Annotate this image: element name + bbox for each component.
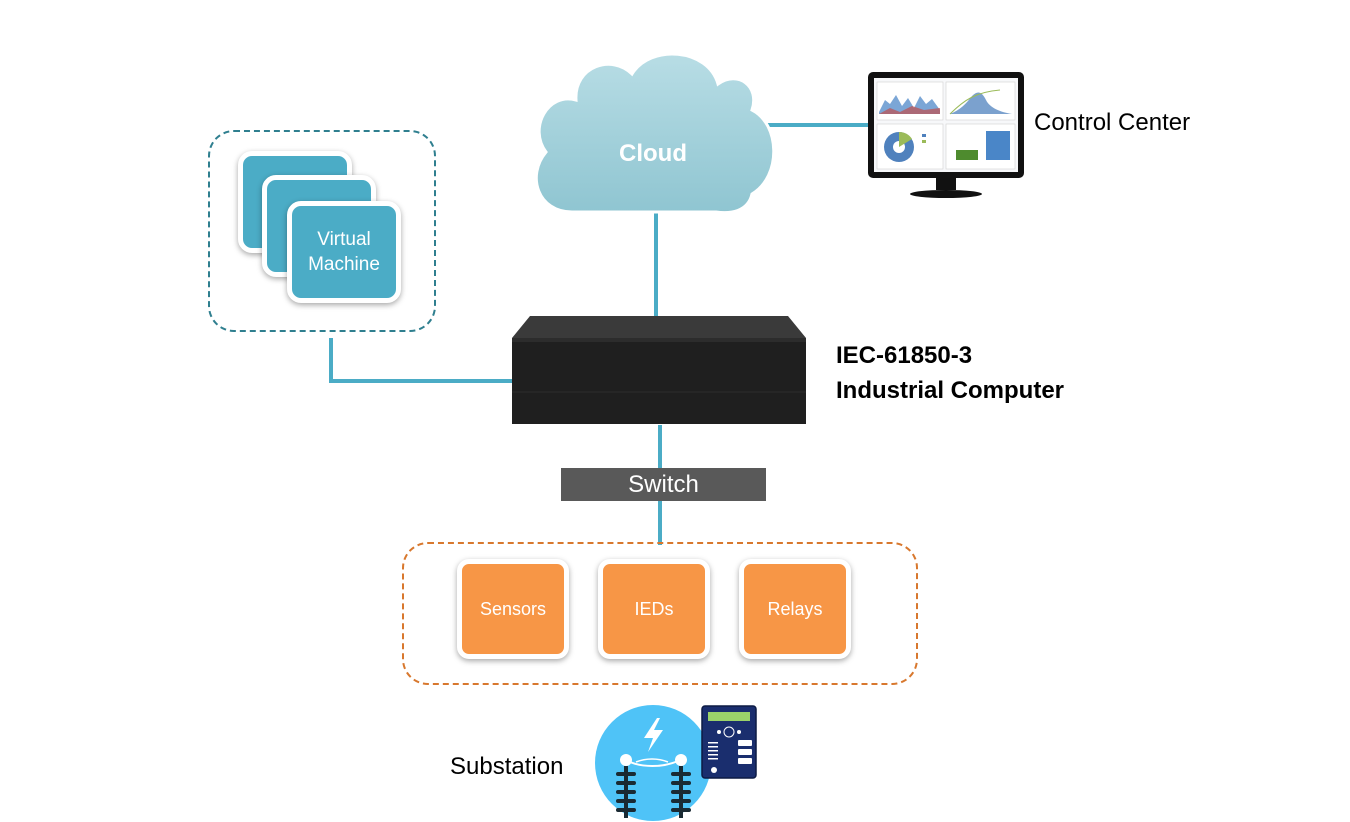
ieds-label: IEDs xyxy=(634,598,674,619)
sensors-box: Sensors xyxy=(457,559,569,659)
relay-device-icon xyxy=(701,705,757,779)
switch-box: Switch xyxy=(561,468,766,501)
field-devices-group xyxy=(402,542,918,685)
substation-label: Substation xyxy=(450,753,564,780)
cloud-label: Cloud xyxy=(619,140,687,167)
virtual-machine-label: Virtual Machine xyxy=(308,229,380,275)
sensors-label: Sensors xyxy=(479,598,547,619)
industrial-computer-standard: IEC-61850-3 xyxy=(836,342,973,369)
control-center-label: Control Center xyxy=(1034,109,1191,136)
industrial-computer-icon xyxy=(512,316,806,424)
switch-label: Switch xyxy=(628,470,699,498)
industrial-computer-name: Industrial Computer xyxy=(836,377,1065,404)
relays-label: Relays xyxy=(767,598,823,619)
industrial-computer-label: IEC-61850-3 Industrial Computer xyxy=(836,338,1064,408)
cloud-shape xyxy=(534,52,776,215)
substation-icon xyxy=(595,705,711,821)
vm-to-computer-line xyxy=(329,338,512,383)
ieds-box: IEDs xyxy=(598,559,710,659)
virtual-machine-group xyxy=(208,130,436,332)
monitor-dashboard-icon xyxy=(868,72,1024,198)
connector-lines xyxy=(329,123,870,545)
relays-box: Relays xyxy=(739,559,851,659)
virtual-machine-card: Virtual Machine xyxy=(287,201,401,303)
